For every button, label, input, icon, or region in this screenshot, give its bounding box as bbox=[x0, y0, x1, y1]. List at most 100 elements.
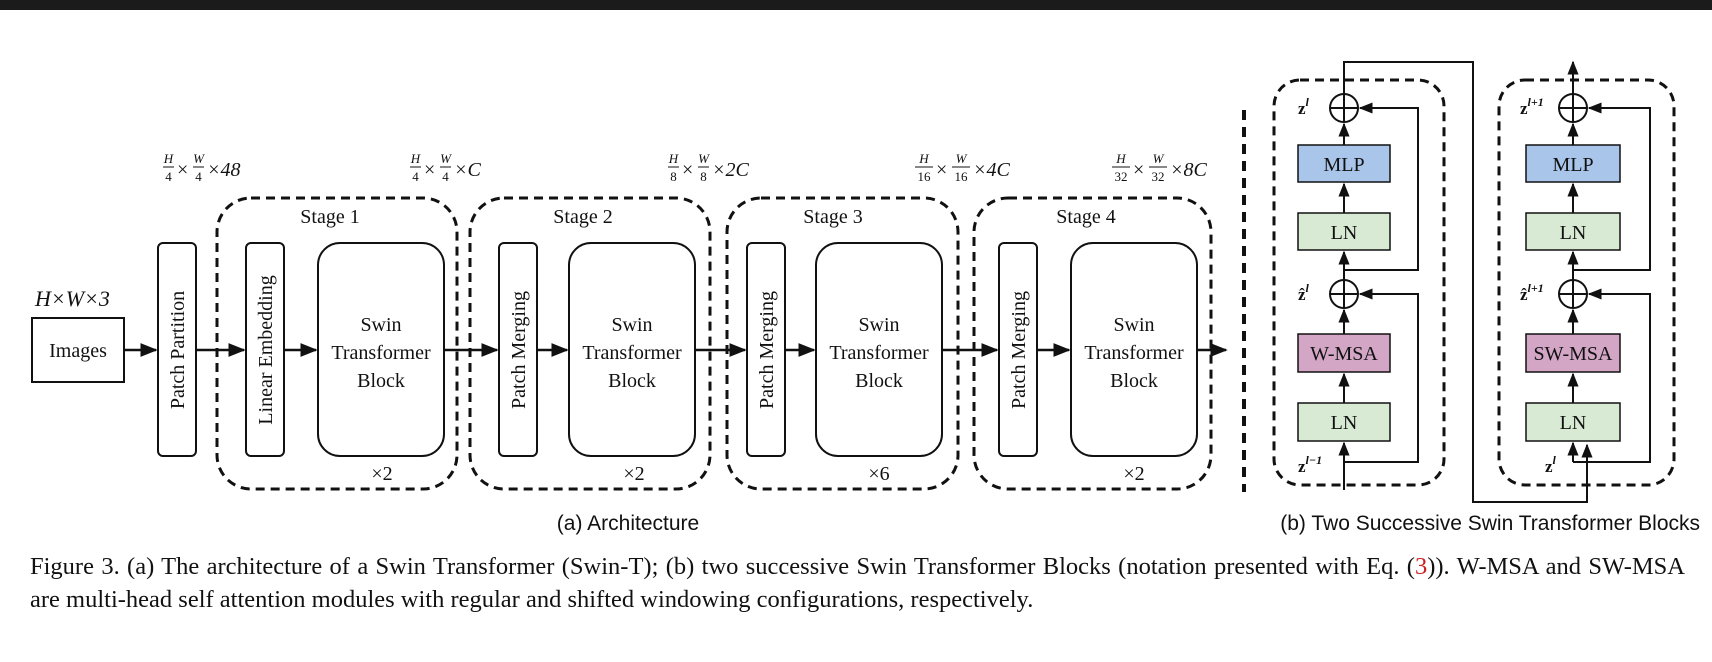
channel-label: ×C bbox=[454, 159, 481, 181]
dim-fraction-numerator: W bbox=[193, 151, 205, 166]
block-b-ln-bottom bbox=[1525, 402, 1621, 442]
patch-partition-label: Patch Partition bbox=[167, 291, 189, 409]
stage-2-repeat: ×2 bbox=[623, 463, 644, 485]
dim-fraction-denominator: 4 bbox=[442, 169, 449, 184]
dim-fraction-numerator: H bbox=[163, 151, 174, 166]
stage-3-title: Stage 3 bbox=[803, 206, 862, 228]
dim-fraction-numerator: H bbox=[668, 151, 679, 166]
dim-fraction-denominator: 4 bbox=[412, 169, 419, 184]
dim-fraction-numerator: W bbox=[1153, 151, 1165, 166]
stage-2-patch-merging-label: Patch Merging bbox=[508, 291, 530, 409]
dim-fraction-numerator: H bbox=[410, 151, 421, 166]
block-a-connections bbox=[1338, 61, 1593, 503]
stage-2-frame bbox=[468, 196, 712, 491]
figure-caption: Figure 3. (a) The architecture of a Swin… bbox=[30, 550, 1685, 616]
stage-3-block-l3: Block bbox=[855, 370, 903, 392]
dim-label-2: H 4 × W 4 ×C bbox=[410, 151, 482, 184]
block-a-ln-bottom bbox=[1297, 402, 1391, 442]
block-a-add-mid-icon bbox=[1329, 279, 1359, 309]
stage-4-block-l2: Transformer bbox=[1084, 342, 1184, 364]
stage-4-repeat: ×2 bbox=[1123, 463, 1144, 485]
block-b-connections bbox=[1567, 60, 1651, 463]
channel-label: ×48 bbox=[207, 159, 241, 181]
stage-3-block-l1: Swin bbox=[858, 314, 899, 336]
stage-4-patch-merging-label: Patch Merging bbox=[1008, 291, 1030, 409]
dim-fraction-denominator: 8 bbox=[670, 169, 677, 184]
channel-label: ×8C bbox=[1170, 159, 1207, 181]
dim-fraction-denominator: 16 bbox=[918, 169, 932, 184]
block-a-ln-bottom-label: LN bbox=[1331, 412, 1358, 434]
channel-label: ×4C bbox=[973, 159, 1010, 181]
dim-fraction-denominator: 8 bbox=[700, 169, 707, 184]
dim-fraction-numerator: W bbox=[440, 151, 452, 166]
images-box bbox=[31, 317, 125, 383]
dim-fraction-denominator: 16 bbox=[955, 169, 969, 184]
dim-fraction-numerator: H bbox=[918, 151, 929, 166]
block-a-z-top: zl bbox=[1298, 95, 1310, 118]
dim-fraction-denominator: 4 bbox=[195, 169, 202, 184]
stage-2-title: Stage 2 bbox=[553, 206, 612, 228]
block-b-add-mid-icon bbox=[1558, 279, 1588, 309]
stage-2-block-l1: Swin bbox=[611, 314, 652, 336]
block-a-wmsa bbox=[1297, 333, 1391, 373]
top-border bbox=[0, 0, 1712, 10]
dim-fraction-denominator: 32 bbox=[1152, 169, 1165, 184]
stage-2-block-l3: Block bbox=[608, 370, 656, 392]
subcaption-architecture: (a) Architecture bbox=[557, 512, 699, 535]
stage-3-patch-merging-label: Patch Merging bbox=[756, 291, 778, 409]
dim-label-5: H 32 × W 32 ×8C bbox=[1112, 151, 1207, 184]
times-sign: × bbox=[936, 159, 947, 181]
block-a-frame bbox=[1272, 78, 1446, 487]
caption-part1: Figure 3. (a) The architecture of a Swin… bbox=[30, 553, 1415, 580]
block-b-swmsa-label: SW-MSA bbox=[1534, 343, 1613, 365]
dim-fraction-numerator: W bbox=[698, 151, 710, 166]
block-a-z-in: zl−1 bbox=[1298, 453, 1322, 476]
stage-3-frame bbox=[725, 196, 960, 491]
block-b-z-top: zl+1 bbox=[1520, 95, 1544, 118]
block-a-ln-top-label: LN bbox=[1331, 222, 1358, 244]
block-a-add-top-icon bbox=[1329, 93, 1359, 123]
block-b-mlp-label: MLP bbox=[1552, 154, 1593, 176]
stage-1-title: Stage 1 bbox=[300, 206, 359, 228]
block-b-ln-bottom-label: LN bbox=[1560, 412, 1587, 434]
times-sign: × bbox=[177, 159, 188, 181]
stage-3-repeat: ×6 bbox=[868, 463, 889, 485]
block-b-swmsa bbox=[1525, 333, 1621, 373]
block-b-z-in: zl bbox=[1545, 453, 1557, 476]
stage-1-repeat: ×2 bbox=[371, 463, 392, 485]
dim-fraction-denominator: 4 bbox=[165, 169, 172, 184]
dim-label-1: H 4 × W 4 ×48 bbox=[163, 151, 241, 184]
channel-label: ×2C bbox=[712, 159, 749, 181]
input-dims: H×W×3 bbox=[34, 286, 110, 311]
block-b-ln-top-label: LN bbox=[1560, 222, 1587, 244]
block-b-add-top-icon bbox=[1558, 93, 1588, 123]
block-a-mlp bbox=[1297, 144, 1391, 183]
swin-diagram: H×W×3 Images Patch Partition Stage 1 Sta… bbox=[31, 60, 1700, 535]
linear-embedding-label: Linear Embedding bbox=[255, 275, 277, 424]
stage-4-block-l1: Swin bbox=[1113, 314, 1154, 336]
dim-label-4: H 16 × W 16 ×4C bbox=[915, 151, 1010, 184]
stage-4-title: Stage 4 bbox=[1056, 206, 1115, 228]
images-label: Images bbox=[49, 340, 107, 362]
dim-fraction-denominator: 32 bbox=[1115, 169, 1128, 184]
times-sign: × bbox=[682, 159, 693, 181]
caption-equation-ref[interactable]: 3 bbox=[1414, 553, 1428, 580]
stage-4-block-l3: Block bbox=[1110, 370, 1158, 392]
dim-label-3: H 8 × W 8 ×2C bbox=[668, 151, 750, 184]
block-a-mlp-label: MLP bbox=[1323, 154, 1364, 176]
times-sign: × bbox=[424, 159, 435, 181]
stage-1-block-l1: Swin bbox=[360, 314, 401, 336]
stage-3-block-l2: Transformer bbox=[829, 342, 929, 364]
stage-2-block-l2: Transformer bbox=[582, 342, 682, 364]
times-sign: × bbox=[1133, 159, 1144, 181]
dimension-labels: H 4 × W 4 ×48 H 4 × W 4 ×C H 8 × W 8 ×2C H 16 × W 16 ×4C H 32 × W 32… bbox=[163, 151, 1208, 184]
caption-part2: )). W-MSA and SW-MSA are multi-head self… bbox=[30, 553, 1685, 613]
dim-fraction-numerator: W bbox=[956, 151, 968, 166]
stage-1-frame bbox=[215, 196, 459, 491]
block-b-z-mid: ẑl+1 bbox=[1520, 281, 1544, 304]
block-a-z-mid: ẑl bbox=[1298, 281, 1310, 304]
subcaption-blocks: (b) Two Successive Swin Transformer Bloc… bbox=[1280, 512, 1700, 535]
stage-1-block-l2: Transformer bbox=[331, 342, 431, 364]
block-a-wmsa-label: W-MSA bbox=[1310, 343, 1378, 365]
dim-fraction-numerator: H bbox=[1115, 151, 1126, 166]
